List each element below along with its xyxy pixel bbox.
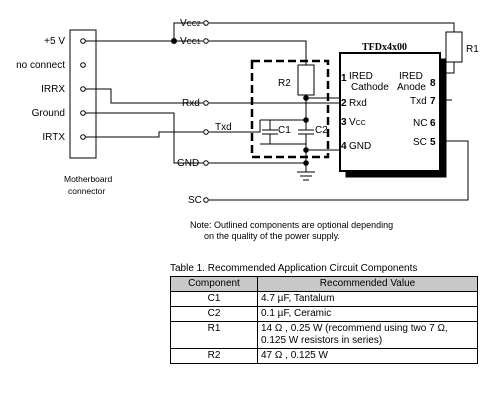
chip-pin-4-num: 4 [341,141,347,152]
resistor-r2 [297,64,315,96]
signal-sc: SC [188,195,202,206]
connector-body [69,29,97,159]
connector-pin-irtx: IRTX [42,132,65,143]
table-cell-component: R1 [170,321,258,349]
wire-vcc2 [173,22,203,41]
components-table: Component Recommended Value C1 4.7 µF, T… [170,276,478,364]
table-cell-component: R2 [170,348,258,364]
optional-components-outline [250,59,330,159]
table-cell-component: C2 [170,306,258,322]
table-row: C2 0.1 µF, Ceramic [170,306,478,322]
signal-vcc1: VCC1 [180,36,201,47]
table-cell-value: 47 Ω , 0.125 W [257,348,478,364]
connector-pin-nc: no connect [16,60,65,71]
wire-txd [209,120,261,133]
chip-pin-7-label: Txd [410,96,427,107]
resistor-r1 [445,31,463,63]
label-r2: R2 [278,78,291,89]
wire-sc [209,140,469,201]
table-header-row: Component Recommended Value [170,276,478,292]
chip-pin-6-label: NC [413,118,427,129]
signal-gnd: GND [177,158,199,169]
table-header-value: Recommended Value [257,276,478,292]
wire-vcc1 [209,40,307,65]
optional-note: Note: Outlined components are optional d… [190,220,470,242]
chip-pin-7-num: 7 [430,96,436,107]
chip-pin-3-num: 3 [341,117,347,128]
chip-body [339,52,441,172]
chip-pin-8-label2: Anode [397,82,426,93]
wire-irrx [85,88,203,104]
wire-ground [85,112,203,164]
label-r1: R1 [466,44,479,55]
chip-pin-2-label: Rxd [349,98,367,109]
table-caption: Table 1. Recommended Application Circuit… [170,263,418,274]
chip-pin-1-num: 1 [341,73,347,84]
table-row: R2 47 Ω , 0.125 W [170,348,478,364]
chip-pin-1-label1: IRED [349,71,373,82]
chip-pin-2-num: 2 [341,98,347,109]
chip-pin-4-label: GND [349,141,371,152]
table-cell-value: 14 Ω , 0.25 W (recommend using two 7 Ω, … [257,321,478,349]
connector-caption-2: connector [68,186,105,196]
chip-title: TFDx4x00 [362,42,407,53]
wire-irtx [85,131,203,138]
note-line-2: on the quality of the power supply. [204,231,340,241]
connector-pin-ground: Ground [32,108,65,119]
wire-vcc2-r1 [209,22,455,32]
chip-pin-6-num: 6 [430,118,436,129]
signal-vcc2: VCC2 [180,18,201,29]
table-row: C1 4.7 µF, Tantalum [170,291,478,307]
connector-pin-5v: +5 V [44,36,65,47]
label-c1: C1 [278,125,291,136]
chip-pin-1-label2: Cathode [351,82,389,93]
connector-pin-irrx: IRRX [41,84,65,95]
table-cell-value: 4.7 µF, Tantalum [257,291,478,307]
chip-pin-5-num: 5 [430,137,436,148]
chip-pin-3-label: VCC [349,117,366,128]
chip-pin-8-label1: IRED [399,71,423,82]
table-cell-component: C1 [170,291,258,307]
label-c2: C2 [315,125,328,136]
table-header-component: Component [170,276,258,292]
table-row: R1 14 Ω , 0.25 W (recommend using two 7 … [170,321,478,349]
signal-rxd: Rxd [182,98,200,109]
table-cell-value: 0.1 µF, Ceramic [257,306,478,322]
chip-pin-8-num: 8 [430,78,436,89]
signal-txd: Txd [215,122,232,133]
note-line-1: Note: Outlined components are optional d… [190,220,394,230]
chip-pin-5-label: SC [413,137,427,148]
connector-caption-1: Motherboard [64,174,112,184]
